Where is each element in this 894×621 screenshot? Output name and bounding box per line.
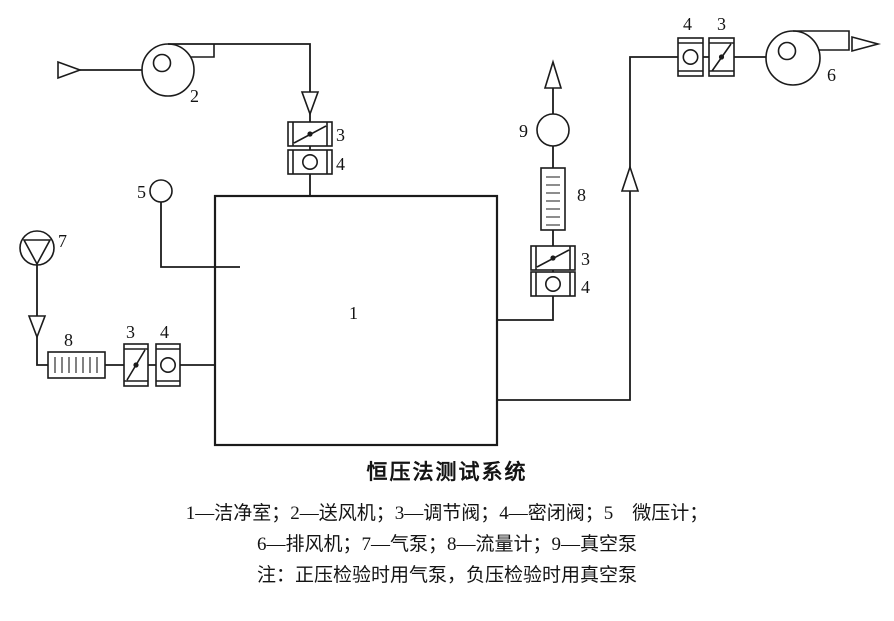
label-left-reg-valve: 3 [126, 322, 135, 342]
label-air-pump: 7 [58, 231, 67, 251]
supply-fan-icon [141, 43, 215, 97]
label-micro-manometer: 5 [137, 182, 146, 202]
left-regulating-valve-icon [123, 343, 149, 387]
inlet-arrow-icon [57, 60, 83, 80]
left-sealed-valve-icon [155, 343, 181, 387]
pipe-gauge-tap [160, 202, 240, 268]
label-right-seal-valve: 4 [581, 277, 590, 297]
label-top-reg-valve: 3 [336, 125, 345, 145]
top-right-regulating-valve-icon [708, 37, 735, 77]
pipe-pump-line [36, 265, 48, 366]
right-flowmeter-icon [540, 167, 566, 231]
outlet-arrow-icon [851, 35, 882, 53]
micro-manometer-icon [149, 179, 173, 203]
legend-note: 注：正压检验时用气泵，负压检验时用真空泵 [257, 564, 637, 586]
right-regulating-valve-icon [530, 245, 576, 271]
up-arrow-vacuum-icon [543, 59, 563, 89]
label-right-reg-valve: 3 [581, 249, 590, 269]
left-flowmeter-icon [47, 351, 106, 379]
air-pump-icon [19, 230, 55, 266]
label-clean-room: 1 [349, 303, 358, 323]
top-sealed-valve-icon [287, 149, 333, 175]
label-left-seal-valve: 4 [160, 322, 169, 342]
vacuum-pump-icon [536, 113, 570, 147]
diagram-title: 恒压法测试系统 [367, 460, 528, 484]
pipe-exhaust-branch [497, 56, 766, 401]
down-funnel-pump-icon [27, 315, 47, 340]
top-regulating-valve-icon [287, 121, 333, 147]
top-right-sealed-valve-icon [677, 37, 704, 77]
label-tr-seal-valve: 4 [683, 14, 692, 34]
legend-line-1: 1—洁净室；2—送风机；3—调节阀；4—密闭阀；5 微压计； [186, 502, 709, 524]
exhaust-fan-icon [765, 30, 850, 86]
label-tr-reg-valve: 3 [717, 14, 726, 34]
label-left-flowmeter: 8 [64, 330, 73, 350]
label-vacuum-pump: 9 [519, 121, 528, 141]
label-top-seal-valve: 4 [336, 154, 345, 174]
up-funnel-exhaust-icon [620, 164, 640, 192]
legend-line-2: 6—排风机；7—气泵；8—流量计；9—真空泵 [257, 533, 637, 555]
label-exhaust-fan: 6 [827, 65, 836, 85]
label-supply-fan: 2 [190, 86, 199, 106]
pipe-right-upper-branch [497, 88, 554, 321]
clean-room-outline [213, 194, 499, 447]
right-sealed-valve-icon [530, 271, 576, 297]
down-funnel-supply-icon [300, 91, 320, 117]
label-right-flowmeter: 8 [577, 185, 586, 205]
